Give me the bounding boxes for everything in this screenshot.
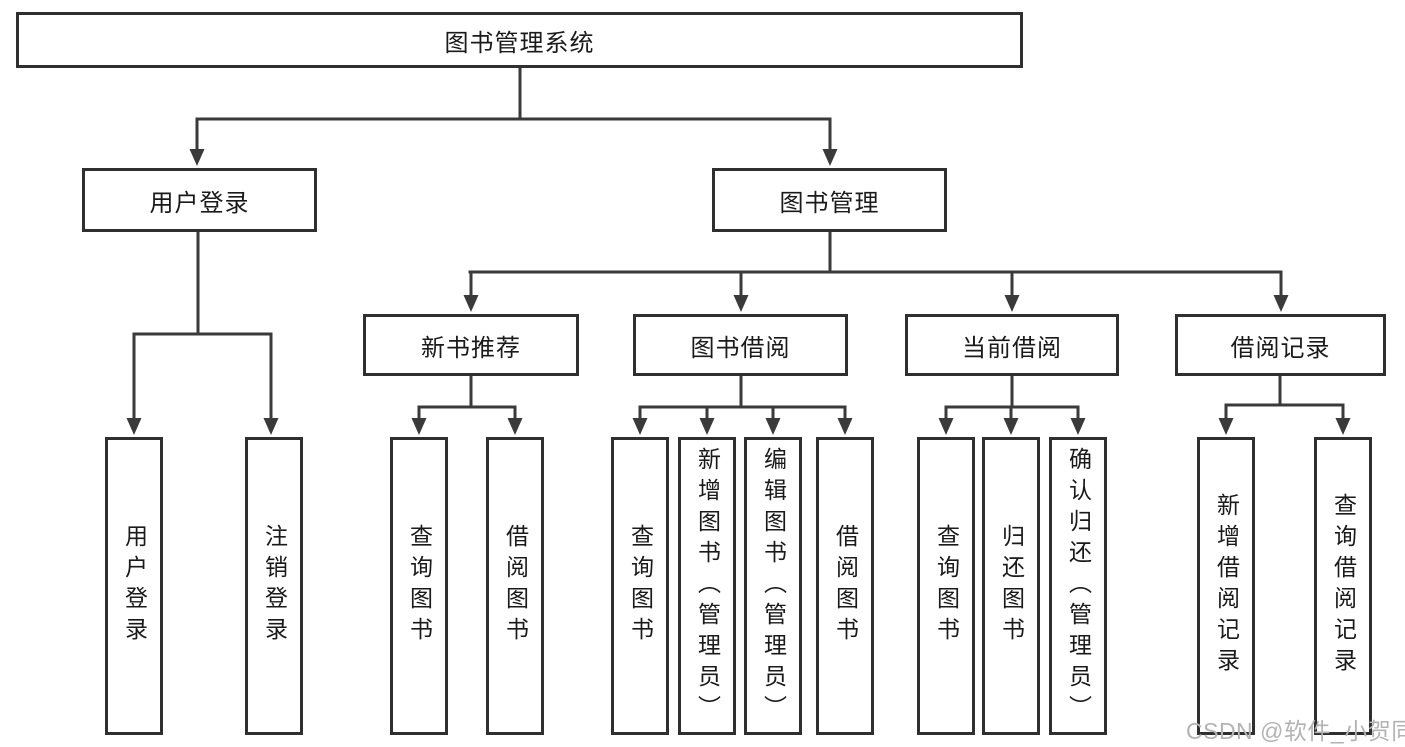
leaf-label: 确认归还（管理员） (1065, 446, 1092, 726)
leaf-label: 查询借阅记录 (1330, 493, 1357, 679)
leaf-label: 查询图书 (406, 524, 433, 648)
leaf-query-books-1: 查询图书 (390, 437, 448, 735)
leaf-edit-books-admin: 编辑图书（管理员） (744, 437, 802, 735)
arrowhead-down-icon (263, 418, 279, 435)
leaf-label: 查询图书 (933, 524, 960, 648)
node-label: 借阅记录 (1230, 334, 1331, 362)
node-label: 当前借阅 (962, 334, 1062, 362)
arrowhead-down-icon (822, 149, 838, 166)
leaf-confirm-return-admin: 确认归还（管理员） (1049, 437, 1107, 735)
arrowhead-down-icon (1273, 295, 1289, 312)
leaf-label: 借阅图书 (502, 524, 529, 648)
node-user-login-branch: 用户登录 (82, 168, 317, 232)
arrowhead-down-icon (632, 418, 648, 435)
node-new-book-recommend: 新书推荐 (363, 314, 579, 376)
arrowhead-down-icon (733, 295, 749, 312)
arrowhead-down-icon (1070, 418, 1086, 435)
node-book-management-branch: 图书管理 (712, 168, 947, 232)
node-label: 图书管理 (779, 189, 880, 217)
leaf-label: 新增图书（管理员） (694, 446, 721, 726)
node-label: 新书推荐 (421, 334, 521, 362)
leaf-query-borrow-record: 查询借阅记录 (1314, 437, 1372, 735)
arrowhead-down-icon (938, 418, 954, 435)
node-label: 用户登录 (149, 189, 250, 217)
leaf-return-books: 归还图书 (982, 437, 1040, 735)
leaf-label: 注销登录 (261, 524, 288, 648)
leaf-label: 新增借阅记录 (1213, 493, 1240, 679)
arrowhead-down-icon (1218, 418, 1234, 435)
node-borrow-records: 借阅记录 (1175, 314, 1386, 376)
leaf-user-login: 用户登录 (105, 437, 163, 735)
node-label: 图书借阅 (690, 334, 791, 362)
leaf-label: 借阅图书 (832, 524, 859, 648)
node-current-borrow: 当前借阅 (905, 314, 1119, 376)
node-label: 图书管理系统 (444, 29, 595, 57)
leaf-query-books-3: 查询图书 (917, 437, 975, 735)
leaf-query-books-2: 查询图书 (611, 437, 669, 735)
node-book-borrow: 图书借阅 (633, 314, 848, 376)
arrowhead-down-icon (765, 418, 781, 435)
arrowhead-down-icon (411, 418, 427, 435)
arrowhead-down-icon (1335, 418, 1351, 435)
leaf-borrow-books-1: 借阅图书 (486, 437, 544, 735)
arrowhead-down-icon (126, 418, 142, 435)
arrowhead-down-icon (837, 418, 853, 435)
leaf-add-borrow-record: 新增借阅记录 (1197, 437, 1255, 735)
node-library-management-system: 图书管理系统 (16, 12, 1023, 68)
arrowhead-down-icon (699, 418, 715, 435)
arrowhead-down-icon (507, 418, 523, 435)
csdn-watermark: CSDN @软件_小贺同学 (1186, 718, 1405, 744)
leaf-label: 用户登录 (121, 524, 148, 648)
arrowhead-down-icon (189, 149, 205, 166)
arrowhead-down-icon (1003, 418, 1019, 435)
leaf-label: 归还图书 (998, 524, 1025, 648)
leaf-logout: 注销登录 (245, 437, 303, 735)
leaf-add-books-admin: 新增图书（管理员） (678, 437, 736, 735)
arrowhead-down-icon (1004, 295, 1020, 312)
arrowhead-down-icon (463, 295, 479, 312)
leaf-borrow-books-2: 借阅图书 (816, 437, 874, 735)
leaf-label: 编辑图书（管理员） (760, 446, 787, 726)
leaf-label: 查询图书 (627, 524, 654, 648)
